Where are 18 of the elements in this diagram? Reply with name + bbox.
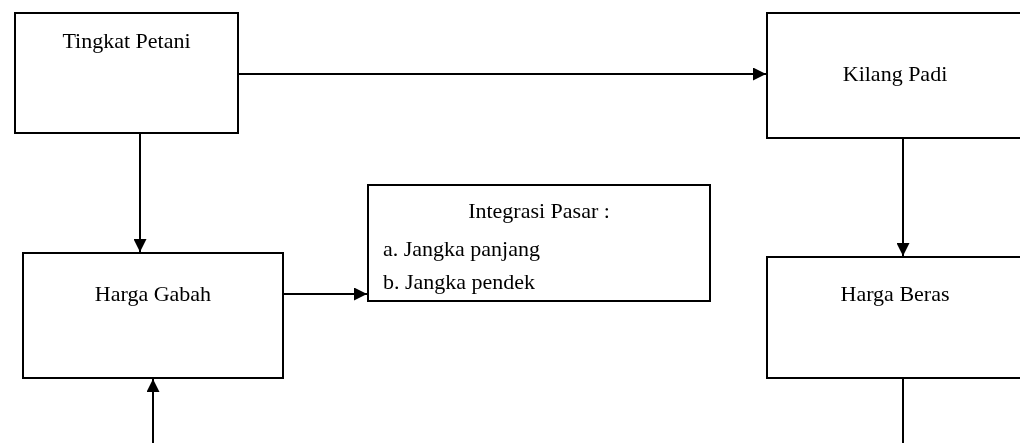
arrow	[146, 378, 160, 443]
arrow	[283, 287, 368, 301]
box-label: Harga Beras	[839, 281, 951, 307]
list-item: a. Jangka panjang	[383, 236, 541, 262]
list-box	[367, 184, 711, 302]
box-label: Integrasi Pasar :	[467, 198, 611, 224]
box-label: Tingkat Petani	[61, 28, 192, 54]
arrow	[896, 138, 910, 257]
process-box	[22, 252, 284, 379]
process-box	[766, 12, 1020, 139]
box-label: Kilang Padi	[841, 61, 949, 87]
list-item: b. Jangka pendek	[383, 269, 537, 295]
process-box	[766, 256, 1020, 379]
connector-line	[902, 378, 904, 443]
process-box	[14, 12, 239, 134]
box-label: Harga Gabah	[93, 281, 213, 307]
arrow	[133, 133, 147, 253]
arrow	[238, 67, 767, 81]
